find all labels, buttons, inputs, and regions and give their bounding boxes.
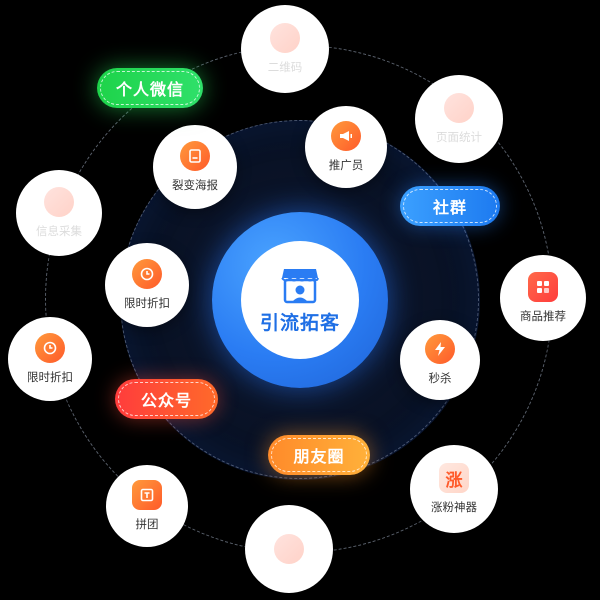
pill-official-account-label: 公众号: [140, 393, 192, 410]
megaphone-icon: [331, 121, 361, 151]
clock-icon: [274, 534, 304, 564]
node-fission-poster[interactable]: 裂变海报: [153, 125, 237, 209]
pill-wechat-label: 个人微信: [115, 82, 184, 99]
info-collect-icon: [44, 187, 74, 217]
pill-wechat[interactable]: 个人微信: [97, 68, 203, 108]
clock-icon: [132, 259, 162, 289]
node-limited-discount-outer[interactable]: 限时折扣: [8, 317, 92, 401]
center-hub[interactable]: 引流拓客: [212, 212, 388, 388]
center-core: 引流拓客: [241, 241, 359, 359]
center-label: 引流拓客: [259, 312, 340, 334]
qrcode-icon: [270, 23, 300, 53]
pill-moments[interactable]: 朋友圈: [268, 435, 370, 475]
node-referrer[interactable]: 推广员: [305, 106, 387, 188]
node-qrcode-label: 二维码: [267, 62, 303, 74]
pill-group[interactable]: 社群: [400, 186, 500, 226]
fan-growth-icon: 涨: [439, 463, 469, 493]
node-flash-sale[interactable]: 秒杀: [400, 320, 480, 400]
node-limited-discount-outer-label: 限时折扣: [27, 372, 73, 384]
node-referrer-label: 推广员: [328, 160, 364, 172]
node-page-stats[interactable]: 页面统计: [415, 75, 503, 163]
grid-icon: [528, 272, 558, 302]
page-stats-icon: [444, 93, 474, 123]
node-fission-poster-label: 裂变海报: [172, 180, 218, 192]
clock-icon: [35, 333, 65, 363]
node-group-buy[interactable]: 拼团: [106, 465, 188, 547]
node-fan-growth[interactable]: 涨 涨粉神器: [410, 445, 498, 533]
node-product-recommend[interactable]: 商品推荐: [500, 255, 586, 341]
node-fan-growth-label: 涨粉神器: [431, 502, 477, 514]
group-buy-icon: [132, 480, 162, 510]
pill-group-label: 社群: [432, 200, 467, 217]
fan-growth-glyph: 涨: [445, 470, 463, 490]
node-qrcode[interactable]: 二维码: [241, 5, 329, 93]
lightning-icon: [425, 334, 455, 364]
node-group-buy-label: 拼团: [135, 519, 159, 531]
pill-moments-label: 朋友圈: [293, 449, 345, 466]
node-limited-discount-inner[interactable]: 限时折扣: [105, 243, 189, 327]
node-info-collect[interactable]: 信息采集: [16, 170, 102, 256]
storefront-user-icon: [281, 268, 319, 303]
pill-official-account[interactable]: 公众号: [115, 379, 218, 419]
node-limited-discount-inner-label: 限时折扣: [124, 298, 170, 310]
node-product-recommend-label: 商品推荐: [520, 311, 566, 323]
node-info-collect-label: 信息采集: [36, 226, 82, 238]
poster-icon: [180, 141, 210, 171]
node-page-stats-label: 页面统计: [436, 132, 482, 144]
node-bottom-ghost[interactable]: [245, 505, 333, 593]
node-flash-sale-label: 秒杀: [428, 373, 452, 385]
